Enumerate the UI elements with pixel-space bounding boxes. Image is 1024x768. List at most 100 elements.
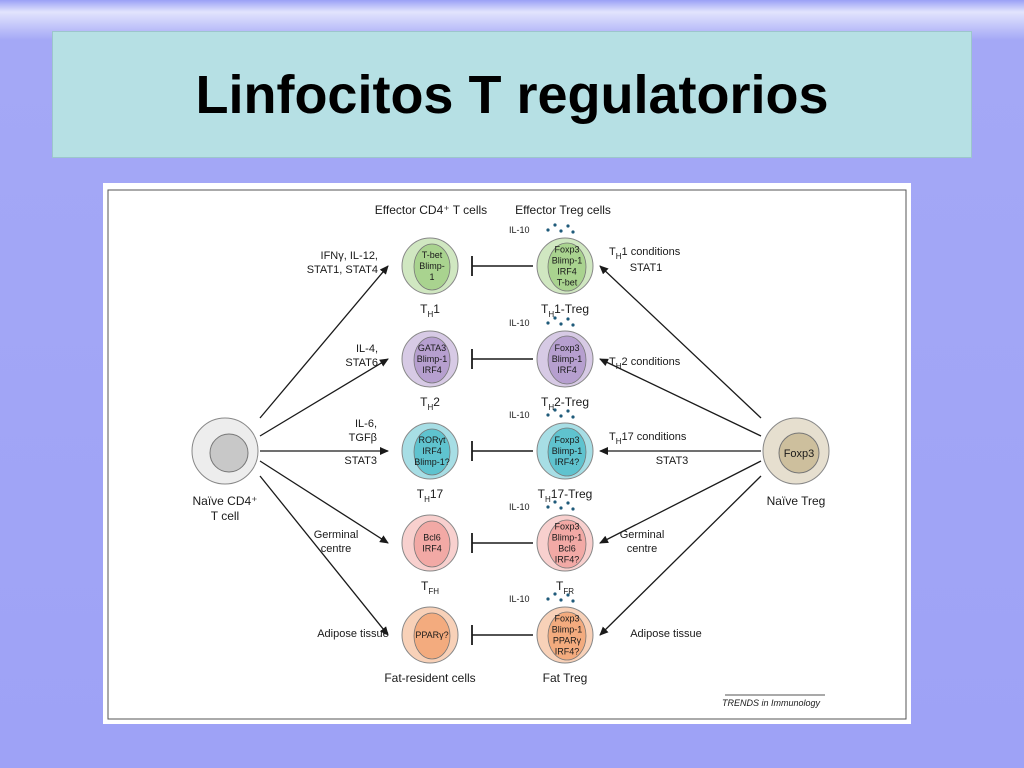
right-signal-sub-1: H <box>616 362 622 371</box>
treg-marker-1-1: Blimp-1 <box>552 354 583 364</box>
effector-label-4: Fat-resident cells <box>384 671 475 685</box>
treg-label-base-1: T <box>541 395 549 409</box>
il10-dot-4-1 <box>553 592 557 596</box>
effector-label-base-3: T <box>421 579 429 593</box>
right-signal-2-1: STAT3 <box>656 455 689 467</box>
left-signal-0-1: STAT1, STAT4 <box>307 264 378 276</box>
effector-marker-1-1: Blimp-1 <box>417 354 448 364</box>
figure-border <box>107 189 907 720</box>
effector-marker-0-2: 1 <box>429 272 434 282</box>
treg-label-2: TH17-Treg <box>538 487 593 504</box>
left-signal-3-0: Germinal <box>314 529 359 541</box>
treg-label-0: TH1-Treg <box>541 302 589 319</box>
slide-title: Linfocitos T regulatorios <box>195 64 829 125</box>
treg-marker-4-2: PPARγ <box>553 636 582 646</box>
naive-treg-label: Naïve Treg <box>767 494 826 508</box>
arrow-naive-treg-0 <box>599 265 762 419</box>
treg-marker-1-2: IRF4 <box>557 365 577 375</box>
right-signal-base-1: T <box>609 356 616 368</box>
il10-dot-2-1 <box>553 408 557 412</box>
right-signal-sub-0: H <box>616 252 622 261</box>
treg-marker-2-0: Foxp3 <box>554 435 579 445</box>
treg-label-4: Fat Treg <box>543 671 588 685</box>
right-signal-2-0: TH17 conditions <box>609 431 687 446</box>
il10-label-4: IL-10 <box>509 594 530 604</box>
effector-label-3: TFH <box>421 579 439 596</box>
right-signal-text-0: 1 conditions <box>622 246 681 258</box>
il10-dot-3-3 <box>566 501 570 505</box>
left-signal-2-1: TGFβ <box>349 432 377 444</box>
il10-dot-0-3 <box>566 224 570 228</box>
effector-marker-1-0: GATA3 <box>418 343 446 353</box>
treg-marker-0-1: Blimp-1 <box>552 256 583 266</box>
arrow-naive-treg-1 <box>599 358 762 437</box>
il10-dot-2-0 <box>546 413 550 417</box>
naive-cd4-label-2: T cell <box>211 509 239 523</box>
arrow-naive-cd4-1 <box>259 358 389 437</box>
effector-label-1: TH2 <box>420 395 440 412</box>
arrow-naive-treg-3 <box>599 460 762 544</box>
effector-label-sub-2: H <box>424 495 430 504</box>
il10-dot-1-1 <box>553 316 557 320</box>
right-signal-0-1: STAT1 <box>630 262 663 274</box>
diagram-canvas: Effector CD4⁺ T cells Effector Treg cell… <box>107 189 907 720</box>
arrow-naive-treg-4 <box>599 475 762 636</box>
effector-cell-inner-3 <box>413 520 451 568</box>
il10-dot-1-0 <box>546 321 550 325</box>
treg-cell-inner-0 <box>547 242 587 292</box>
il10-label-1: IL-10 <box>509 318 530 328</box>
right-signal-1-0: TH2 conditions <box>609 356 681 371</box>
treg-label-sub-2: H <box>545 495 551 504</box>
il10-dot-4-0 <box>546 597 550 601</box>
right-signal-text-2: 17 conditions <box>622 431 687 443</box>
il10-label-3: IL-10 <box>509 502 530 512</box>
treg-label-suffix-0: 1-Treg <box>554 302 589 316</box>
il10-dot-0-1 <box>553 223 557 227</box>
treg-marker-4-3: IRF4? <box>555 647 580 657</box>
treg-marker-4-1: Blimp-1 <box>552 625 583 635</box>
treg-marker-2-1: Blimp-1 <box>552 446 583 456</box>
naive-treg-inner-label: Foxp3 <box>784 448 815 460</box>
effector-marker-2-1: IRF4 <box>422 446 442 456</box>
right-signal-text-1: 2 conditions <box>622 356 681 368</box>
effector-marker-4-0: PPARγ? <box>415 630 448 640</box>
row-4: PPARγ?Foxp3Blimp-1PPARγIRF4?Fat-resident… <box>259 475 762 685</box>
treg-label-sub-3: FR <box>563 587 574 596</box>
effector-label-base-2: T <box>417 487 425 501</box>
treg-label-suffix-1: 2-Treg <box>554 395 589 409</box>
effector-label-0: TH1 <box>420 302 440 319</box>
il10-dot-2-4 <box>571 415 575 419</box>
treg-label-sub-1: H <box>548 403 554 412</box>
effector-label-sub-3: FH <box>428 587 439 596</box>
right-signal-4-0: Adipose tissue <box>630 628 702 640</box>
effector-label-suffix-1: 2 <box>433 395 440 409</box>
treg-cell-inner-1 <box>547 335 587 385</box>
left-signal-2-2: STAT3 <box>344 455 377 467</box>
left-signal-0-0: IFNγ, IL-12, <box>321 250 378 262</box>
treg-label-1: TH2-Treg <box>541 395 589 412</box>
left-signal-3-1: centre <box>321 543 352 555</box>
figure-credit: TRENDS in Immunology <box>722 698 821 708</box>
left-signal-1-0: IL-4, <box>356 343 378 355</box>
effector-marker-0-1: Blimp- <box>419 261 445 271</box>
il10-dot-1-4 <box>571 323 575 327</box>
effector-label-base-1: T <box>420 395 428 409</box>
effector-cell-inner-0 <box>413 243 451 291</box>
effector-marker-0-0: T-bet <box>422 250 443 260</box>
il10-dot-3-1 <box>553 500 557 504</box>
il10-dot-3-0 <box>546 505 550 509</box>
il10-dot-1-2 <box>559 322 563 326</box>
effector-cell-inner-4 <box>413 612 451 660</box>
naive-cd4-cell <box>191 417 259 485</box>
il10-dot-2-3 <box>566 409 570 413</box>
effector-label-base-0: T <box>420 302 428 316</box>
right-signal-3-0: Germinal <box>620 529 665 541</box>
treg-label-3: TFR <box>556 579 574 596</box>
effector-label-sub-0: H <box>427 310 433 319</box>
treg-label-sub-0: H <box>548 310 554 319</box>
left-signal-4-0: Adipose tissue <box>317 628 389 640</box>
effector-label-2: TH17 <box>417 487 444 504</box>
